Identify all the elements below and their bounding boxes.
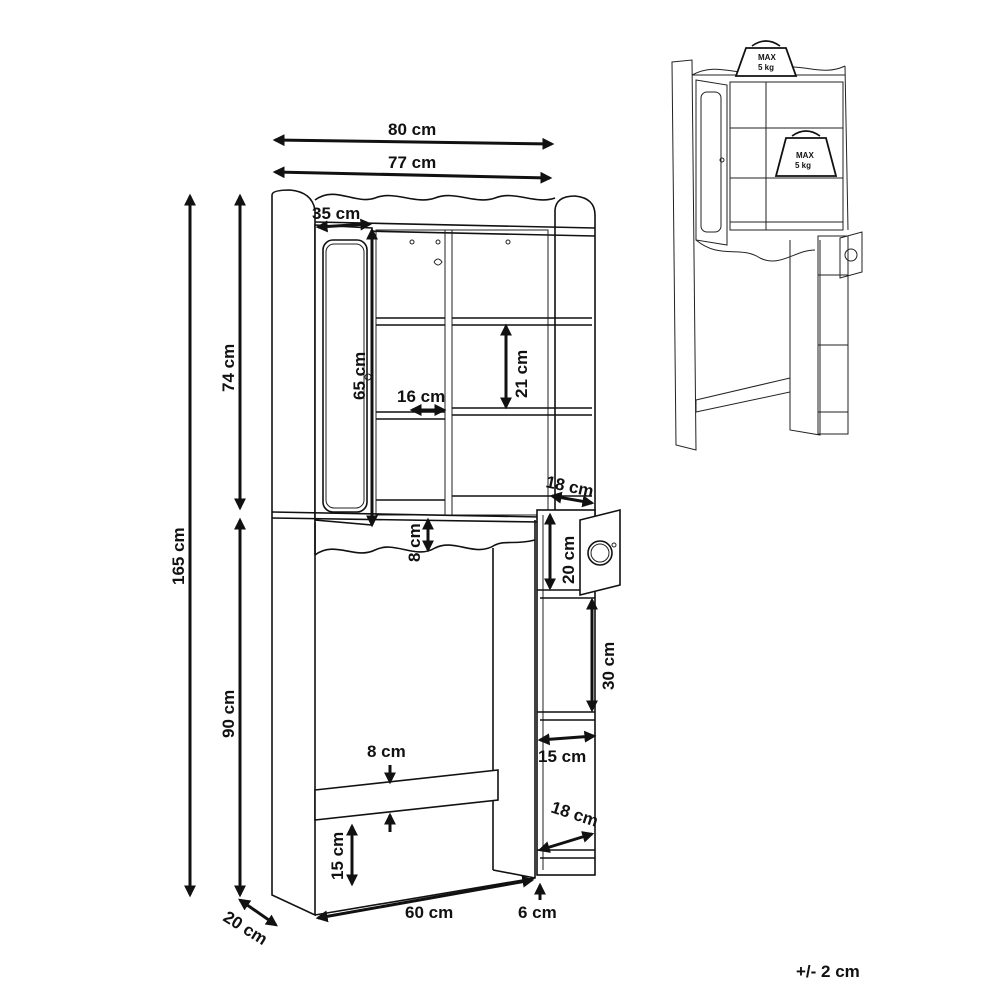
- label-shelf-gap: 21 cm: [512, 350, 531, 398]
- thumb-left-panel: [671, 59, 697, 451]
- main-cabinet-drawing: [271, 189, 621, 917]
- label-upper-height: 74 cm: [219, 344, 238, 392]
- svg-text:MAX: MAX: [796, 151, 814, 160]
- label-compartment-low: 15 cm: [538, 747, 586, 766]
- shelf-1: [376, 317, 592, 326]
- peg-hole: [505, 239, 511, 245]
- arrow-top-depth: [315, 218, 373, 233]
- lower-door: [579, 508, 621, 597]
- label-total-width: 80 cm: [388, 120, 436, 139]
- label-top-depth: 35 cm: [312, 204, 360, 223]
- thumb-side-shelves: [818, 274, 848, 413]
- label-door-height: 65 cm: [350, 352, 369, 400]
- label-compartment-mid: 30 cm: [599, 642, 618, 690]
- label-base-opening: 60 cm: [405, 903, 453, 922]
- label-lower-height: 90 cm: [219, 690, 238, 738]
- thumb-knob: [719, 157, 725, 163]
- weight-icon: MAX 5 kg: [734, 40, 798, 77]
- door-hole-inner: [590, 543, 610, 563]
- thumb-door-glass: [700, 91, 722, 233]
- thumb-side-column: [817, 235, 849, 435]
- arrow-total-width: [272, 134, 555, 150]
- dimension-arrows: [184, 134, 598, 927]
- label-foot-height: 6 cm: [518, 903, 557, 922]
- thumb-small-door: [839, 231, 863, 279]
- svg-text:MAX: MAX: [758, 53, 776, 62]
- thumb-crossbar: [695, 377, 791, 413]
- label-crossbar-height: 8 cm: [367, 742, 406, 761]
- thumb-shelf-frame: [729, 81, 844, 231]
- arrow-inner-width: [272, 166, 553, 184]
- arrow-base-depth: [238, 898, 278, 927]
- thumb-lower-wave: [695, 239, 816, 262]
- upper-top-wave: [314, 193, 556, 201]
- label-shelf-width: 16 cm: [397, 387, 445, 406]
- arrow-side-depth-bottom: [537, 831, 595, 853]
- side-shelf-2: [537, 711, 595, 721]
- label-inner-width: 77 cm: [388, 153, 436, 172]
- thumb-door-hole: [844, 248, 858, 262]
- weight-icon: MAX 5 kg: [774, 130, 838, 177]
- left-side-panel: [271, 189, 316, 917]
- thumb-shelves: [730, 127, 843, 223]
- hook-icon: [433, 258, 443, 266]
- door-glass-inner: [325, 243, 365, 509]
- door-hole: [587, 540, 613, 566]
- lower-base: [314, 520, 536, 916]
- crossbar: [314, 769, 499, 821]
- label-crossbar-clearance: 15 cm: [328, 832, 347, 880]
- label-arch-height: 8 cm: [405, 523, 424, 562]
- arrow-side-depth-top: [549, 491, 595, 508]
- svg-text:5 kg: 5 kg: [758, 63, 774, 72]
- peg-hole: [409, 239, 415, 245]
- thumbnail-view: MAX 5 kg MAX 5 kg: [671, 40, 863, 451]
- label-compartment-top: 20 cm: [559, 536, 578, 584]
- tolerance-note: +/- 2 cm: [796, 962, 860, 981]
- thumb-door: [695, 79, 728, 246]
- lower-arch-wave: [314, 539, 536, 556]
- svg-text:5 kg: 5 kg: [795, 161, 811, 170]
- peg-hole: [435, 239, 441, 245]
- arrow-compartment-low: [537, 730, 597, 746]
- upper-right-panel: [554, 195, 596, 516]
- arrow-base-opening: [315, 875, 535, 923]
- label-base-depth: 20 cm: [220, 907, 271, 949]
- door-knob: [611, 542, 617, 548]
- thumb-lower-upright: [789, 240, 821, 436]
- label-total-height: 165 cm: [169, 527, 188, 585]
